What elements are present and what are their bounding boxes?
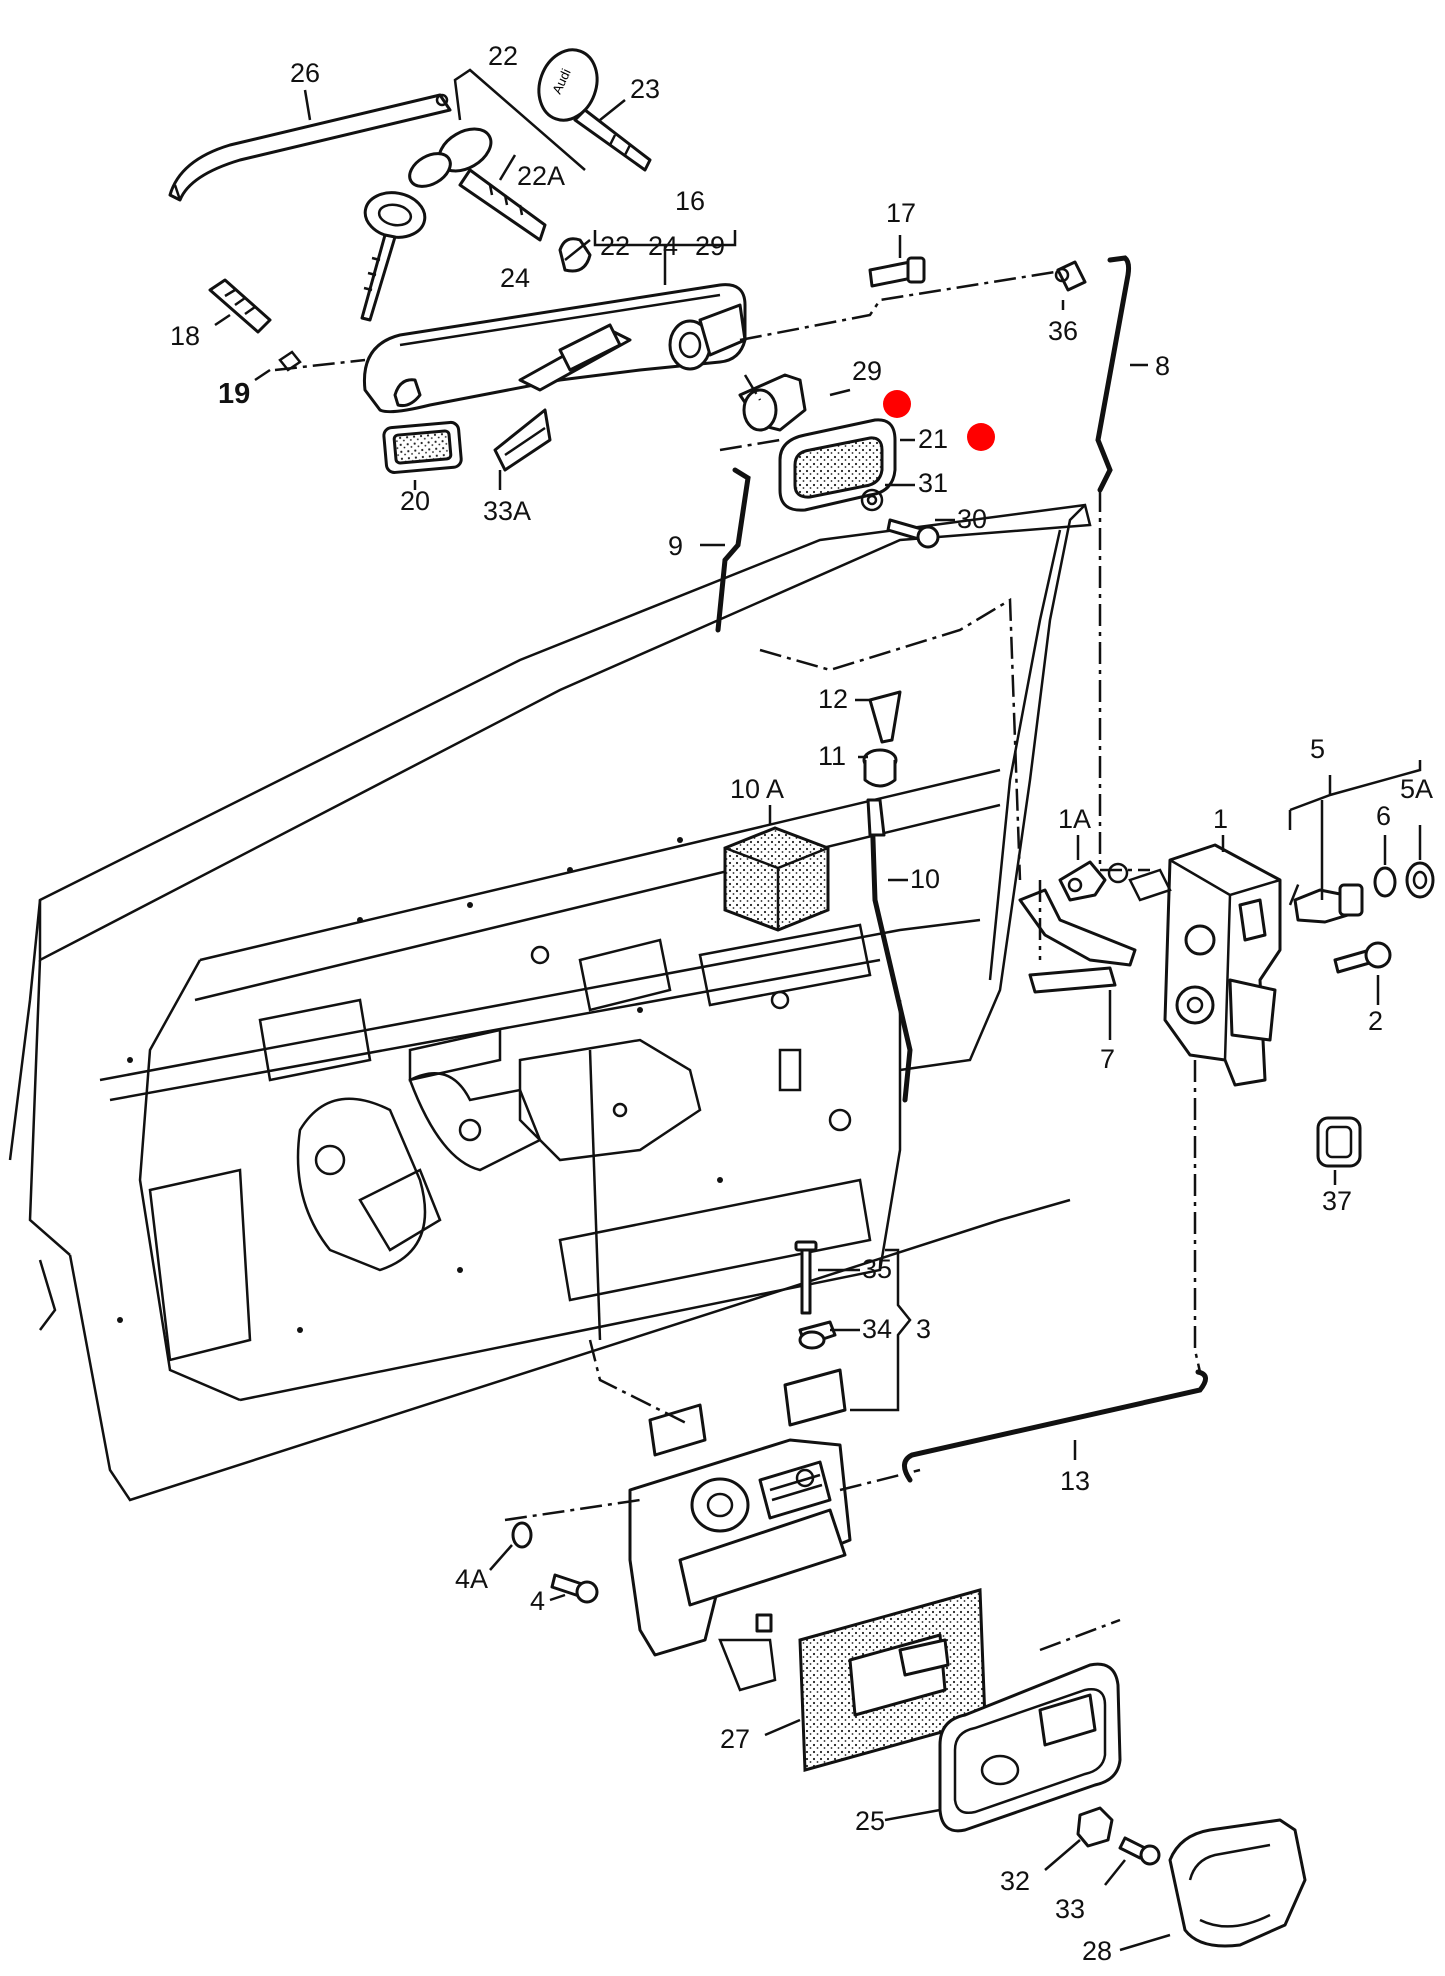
leader-lines xyxy=(214,68,1422,1952)
screw-33 xyxy=(1118,1836,1161,1866)
linkage-7 xyxy=(1018,862,1172,994)
screw-30 xyxy=(886,518,940,549)
foam-pad-27 xyxy=(798,1588,987,1772)
washer-5A xyxy=(1405,861,1435,899)
guide-11 xyxy=(862,748,898,788)
red-marker-dot-1 xyxy=(883,390,911,418)
striker-bolt-5 xyxy=(1293,883,1364,924)
label-5A: 5A xyxy=(1400,774,1433,804)
nut-32 xyxy=(1076,1806,1114,1848)
bracket-29 xyxy=(738,373,807,432)
lock-cylinder-with-keys xyxy=(360,127,547,322)
clip-34 xyxy=(798,1320,837,1350)
lock-rod-8 xyxy=(1095,255,1132,493)
label-29: 29 xyxy=(852,356,882,386)
cover-28 xyxy=(1168,1818,1307,1948)
label-16: 16 xyxy=(675,186,705,216)
outer-door-handle xyxy=(362,283,747,414)
clip-19 xyxy=(278,350,302,372)
rod-9 xyxy=(715,467,751,633)
label-6: 6 xyxy=(1376,801,1391,831)
label-36: 36 xyxy=(1048,316,1078,346)
label-27: 27 xyxy=(720,1724,750,1754)
label-24: 24 xyxy=(500,263,530,293)
screw-17 xyxy=(868,256,926,288)
label-1A: 1A xyxy=(1058,804,1091,834)
label-4: 4 xyxy=(530,1586,545,1616)
label-34: 34 xyxy=(862,1314,892,1344)
label-19: 19 xyxy=(218,378,250,410)
label-16-group-24: 24 xyxy=(648,231,678,261)
screw-2 xyxy=(1333,941,1392,974)
label-8: 8 xyxy=(1155,351,1170,381)
label-7: 7 xyxy=(1100,1044,1115,1074)
label-16-group-22: 22 xyxy=(600,231,630,261)
label-33A: 33A xyxy=(483,496,531,526)
red-marker-dot-2 xyxy=(967,423,995,451)
screw-4 xyxy=(550,1573,599,1604)
label-12: 12 xyxy=(818,684,848,714)
assembly-lines xyxy=(274,270,1302,1652)
rod-13 xyxy=(902,1369,1208,1483)
label-1: 1 xyxy=(1213,804,1228,834)
label-31: 31 xyxy=(918,468,948,498)
pin-35 xyxy=(794,1240,818,1315)
cap-37 xyxy=(1316,1116,1362,1168)
door-lock-1 xyxy=(1163,843,1282,1087)
washer-6 xyxy=(1373,866,1397,898)
label-13: 13 xyxy=(1060,1466,1090,1496)
handle-pad xyxy=(382,420,463,474)
label-35: 35 xyxy=(862,1254,892,1284)
foam-block-10A xyxy=(723,826,830,932)
washer-4A xyxy=(511,1521,533,1549)
label-23: 23 xyxy=(630,74,660,104)
label-10A: 10 A xyxy=(730,774,784,804)
label-20: 20 xyxy=(400,486,430,516)
rod-10-tip xyxy=(866,798,886,837)
label-18: 18 xyxy=(170,321,200,351)
screw-18 xyxy=(208,278,272,334)
washer-31 xyxy=(860,488,884,512)
label-21: 21 xyxy=(918,424,948,454)
label-16-group-29: 29 xyxy=(695,231,725,261)
label-10: 10 xyxy=(910,864,940,894)
label-25: 25 xyxy=(855,1806,885,1836)
knob-12 xyxy=(868,690,902,744)
label-30: 30 xyxy=(957,504,987,534)
seal-21 xyxy=(778,418,897,512)
label-37: 37 xyxy=(1322,1186,1352,1216)
label-22: 22 xyxy=(488,41,518,71)
spare-key: Audi xyxy=(537,48,652,172)
label-26: 26 xyxy=(290,58,320,88)
inner-trim-25 xyxy=(938,1662,1122,1833)
label-4A: 4A xyxy=(455,1564,488,1594)
label-3: 3 xyxy=(916,1314,931,1344)
door-shell xyxy=(8,503,1092,1502)
label-5: 5 xyxy=(1310,734,1325,764)
trim-clip xyxy=(493,408,552,472)
label-33: 33 xyxy=(1055,1894,1085,1924)
label-11: 11 xyxy=(818,741,846,771)
weatherstrip xyxy=(168,93,452,202)
label-22A: 22A xyxy=(517,161,565,191)
rod-10 xyxy=(869,807,913,1103)
part-labels: 26 22 23 22A 16 22 24 29 17 24 18 19 36 … xyxy=(170,41,1433,1966)
inner-handle-bracket-3 xyxy=(628,1368,852,1692)
label-9: 9 xyxy=(668,531,683,561)
label-28: 28 xyxy=(1082,1936,1112,1966)
label-32: 32 xyxy=(1000,1866,1030,1896)
clip-36 xyxy=(1054,260,1087,292)
label-2: 2 xyxy=(1368,1006,1383,1036)
label-17: 17 xyxy=(886,198,916,228)
lever-1A xyxy=(1058,860,1107,902)
